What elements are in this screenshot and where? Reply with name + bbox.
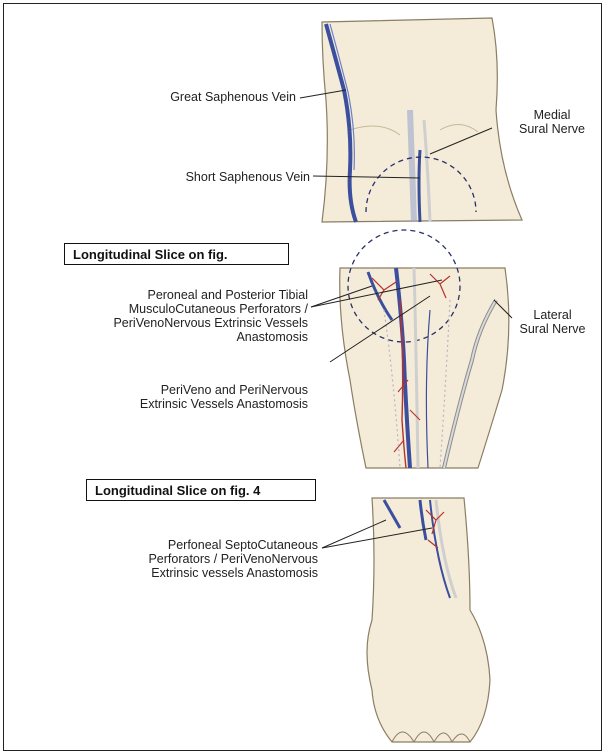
panel-foot [367,498,490,742]
label-short-saphenous-vein: Short Saphenous Vein [80,170,310,184]
foot-skin [367,498,490,742]
label-perfoneal-septocutaneous: Perfoneal SeptoCutaneous Perforators / P… [60,538,318,580]
panel-calf [340,230,509,468]
slice-reference-box-1: Longitudinal Slice on fig. [64,243,289,265]
label-periveno-perinervous: PeriVeno and PeriNervous Extrinsic Vesse… [40,383,308,411]
calf-skin [340,268,509,468]
label-great-saphenous-vein: Great Saphenous Vein [80,90,296,104]
label-lateral-sural-nerve: Lateral Sural Nerve [500,308,605,336]
slice-reference-box-2: Longitudinal Slice on fig. 4 [86,479,316,501]
panel-knee [322,18,522,222]
label-medial-sural-nerve: Medial Sural Nerve [496,108,607,136]
short-saphenous-vein [419,150,420,222]
label-peroneal-perforators: Peroneal and Posterior Tibial MusculoCut… [6,288,308,344]
